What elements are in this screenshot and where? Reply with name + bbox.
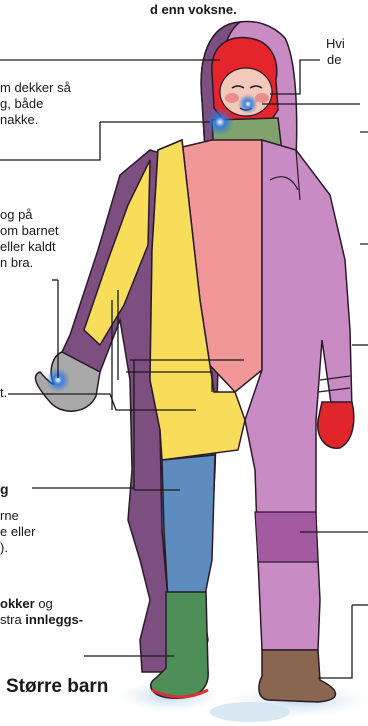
blue-pant-leg xyxy=(162,455,215,600)
arm-caption-line-1: og på xyxy=(0,207,33,223)
mitten-caption-end: t. xyxy=(0,385,7,401)
neck-caption-line-2: g, både xyxy=(0,96,43,112)
red-glove xyxy=(318,402,354,448)
hood-caption-line-2: de xyxy=(327,52,341,68)
arm-caption-line-4: n bra. xyxy=(0,255,33,271)
cold-spot-icon xyxy=(238,94,258,114)
arm-caption-line-3: eller kaldt xyxy=(0,239,56,255)
knee-patch xyxy=(255,512,318,562)
socks-caption-line-1: okker og xyxy=(0,596,53,612)
socks-bold-word: okker xyxy=(0,596,35,611)
hood-caption-line-1: Hvi xyxy=(326,36,345,52)
layer-caption-line-3: ). xyxy=(0,540,8,556)
section-heading: Større barn xyxy=(6,676,108,698)
neck-caption-line-1: m dekker så xyxy=(0,80,71,96)
layer-caption-line-2: e eller xyxy=(0,524,35,540)
cold-spot-icon xyxy=(206,108,234,136)
layer-caption-line-1: rne xyxy=(0,508,19,524)
socks-rest: og xyxy=(35,596,53,611)
socks-caption-line-2: stra innleggs- xyxy=(0,612,83,628)
layer-caption-title: g xyxy=(0,481,9,497)
socks-line2-rest: stra xyxy=(0,612,25,627)
caption-top: d enn voksne. xyxy=(150,2,237,18)
brown-boot xyxy=(259,650,336,702)
arm-caption-line-2: om barnet xyxy=(0,223,59,239)
insole-bold-word: innleggs- xyxy=(25,612,83,627)
neck-caption-line-3: nakke. xyxy=(0,112,38,128)
cheek-left xyxy=(225,93,239,103)
